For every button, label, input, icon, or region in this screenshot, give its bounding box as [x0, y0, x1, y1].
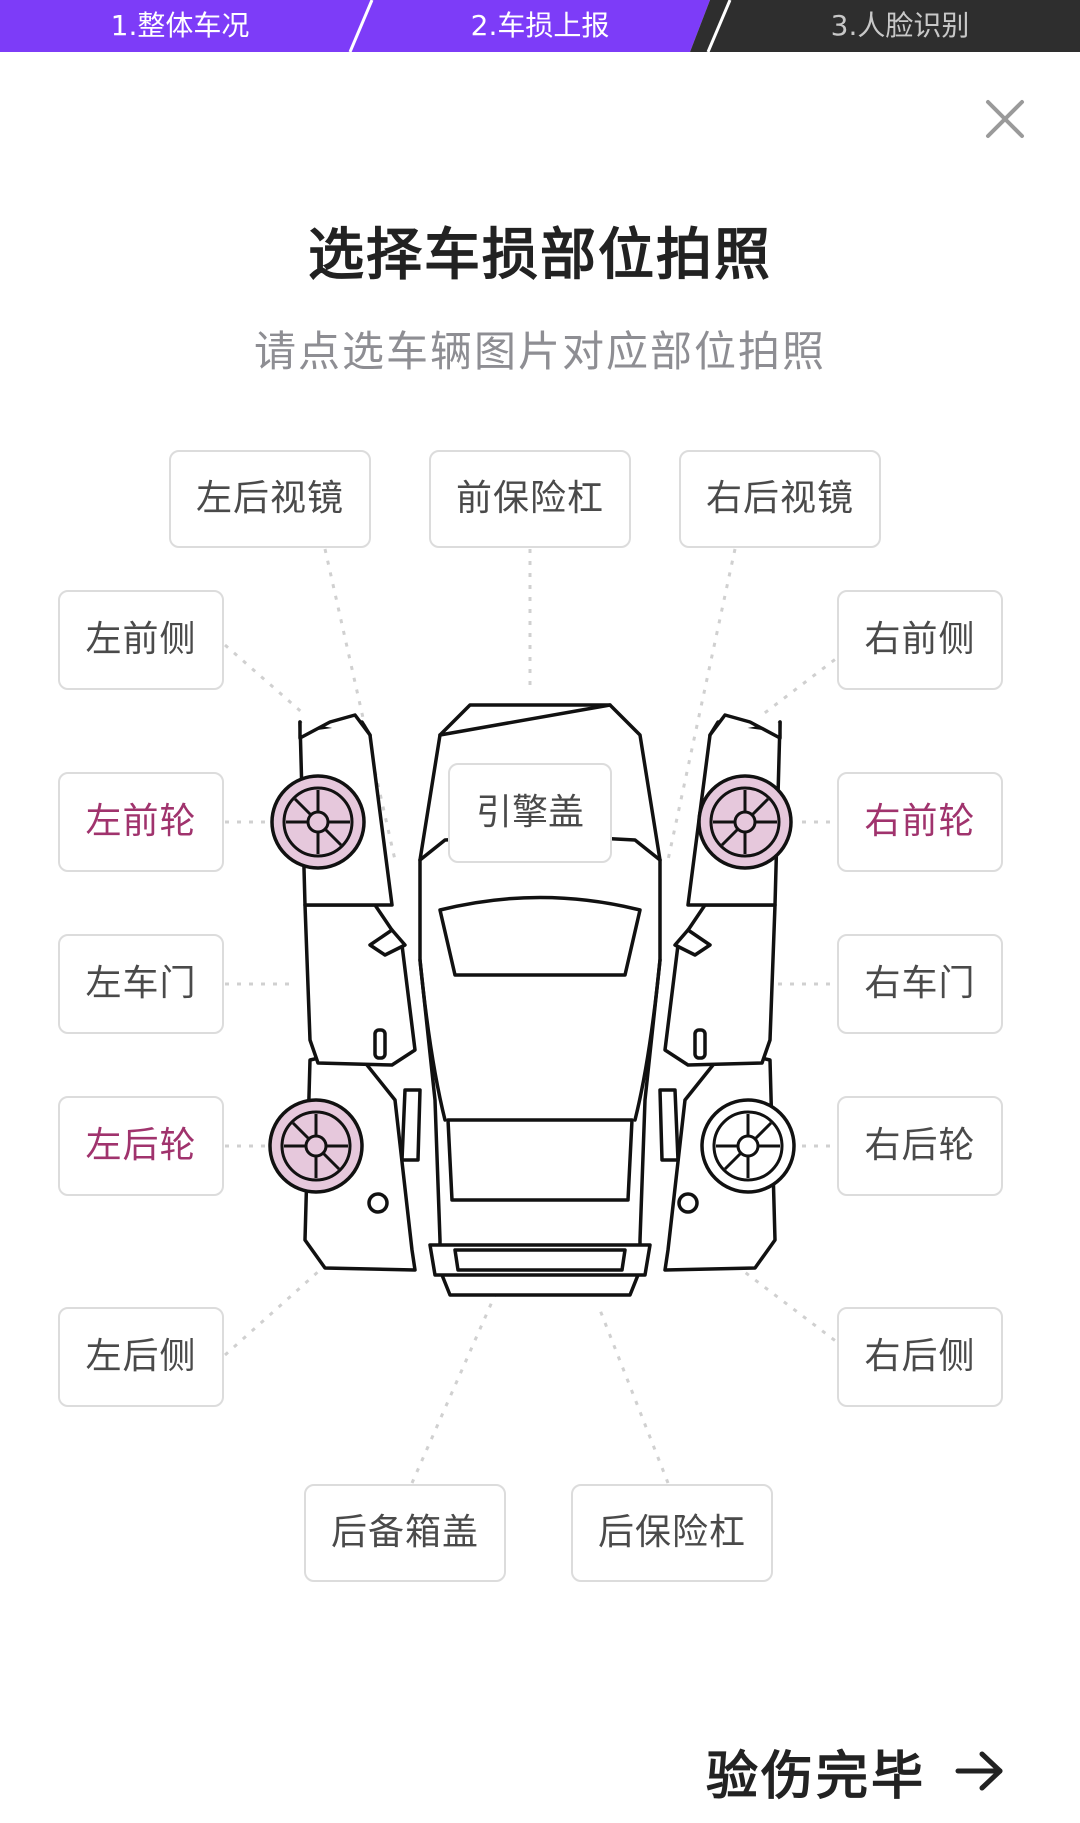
- left-front-wheel-icon: [270, 774, 366, 870]
- done-button-label: 验伤完毕: [706, 1746, 927, 1807]
- part-trunk-lid-button[interactable]: 后备箱盖: [304, 1484, 506, 1582]
- part-right-rear-mirror-button[interactable]: 右后视镜: [679, 450, 881, 548]
- part-right-rear-side-button[interactable]: 右后侧: [837, 1307, 1003, 1407]
- part-left-rear-mirror-button[interactable]: 左后视镜: [169, 450, 371, 548]
- stepper-background: [0, 0, 1080, 52]
- right-rear-wheel-icon: [700, 1098, 796, 1194]
- left-rear-wheel-icon: [268, 1098, 364, 1194]
- part-left-rear-wheel-button[interactable]: 左后轮: [58, 1096, 224, 1196]
- part-right-front-wheel-button[interactable]: 右前轮: [837, 772, 1003, 872]
- step-1-label: 1.整体车况: [110, 9, 250, 42]
- step-2-label: 2.车损上报: [470, 9, 610, 42]
- part-right-front-side-button[interactable]: 右前侧: [837, 590, 1003, 690]
- part-left-rear-side-button[interactable]: 左后侧: [58, 1307, 224, 1407]
- arrow-right-icon: [955, 1751, 1003, 1791]
- part-right-rear-wheel-button[interactable]: 右后轮: [837, 1096, 1003, 1196]
- right-front-wheel-icon: [697, 774, 793, 870]
- close-icon: [986, 100, 1024, 138]
- part-right-door-button[interactable]: 右车门: [837, 934, 1003, 1034]
- part-hood-button[interactable]: 引擎盖: [448, 763, 612, 863]
- page-title: 选择车损部位拍照: [308, 223, 772, 288]
- progress-stepper: 1.整体车况 2.车损上报 3.人脸识别: [0, 0, 1080, 52]
- part-left-front-wheel-button[interactable]: 左前轮: [58, 772, 224, 872]
- part-front-bumper-button[interactable]: 前保险杠: [429, 450, 631, 548]
- step-3-label: 3.人脸识别: [830, 9, 970, 42]
- done-button[interactable]: 验伤完毕: [706, 1738, 1006, 1807]
- page-subtitle: 请点选车辆图片对应部位拍照: [253, 327, 826, 376]
- part-left-front-side-button[interactable]: 左前侧: [58, 590, 224, 690]
- part-left-door-button[interactable]: 左车门: [58, 934, 224, 1034]
- part-rear-bumper-button[interactable]: 后保险杠: [571, 1484, 773, 1582]
- connector-lines: [223, 548, 855, 1484]
- close-button[interactable]: [978, 92, 1032, 146]
